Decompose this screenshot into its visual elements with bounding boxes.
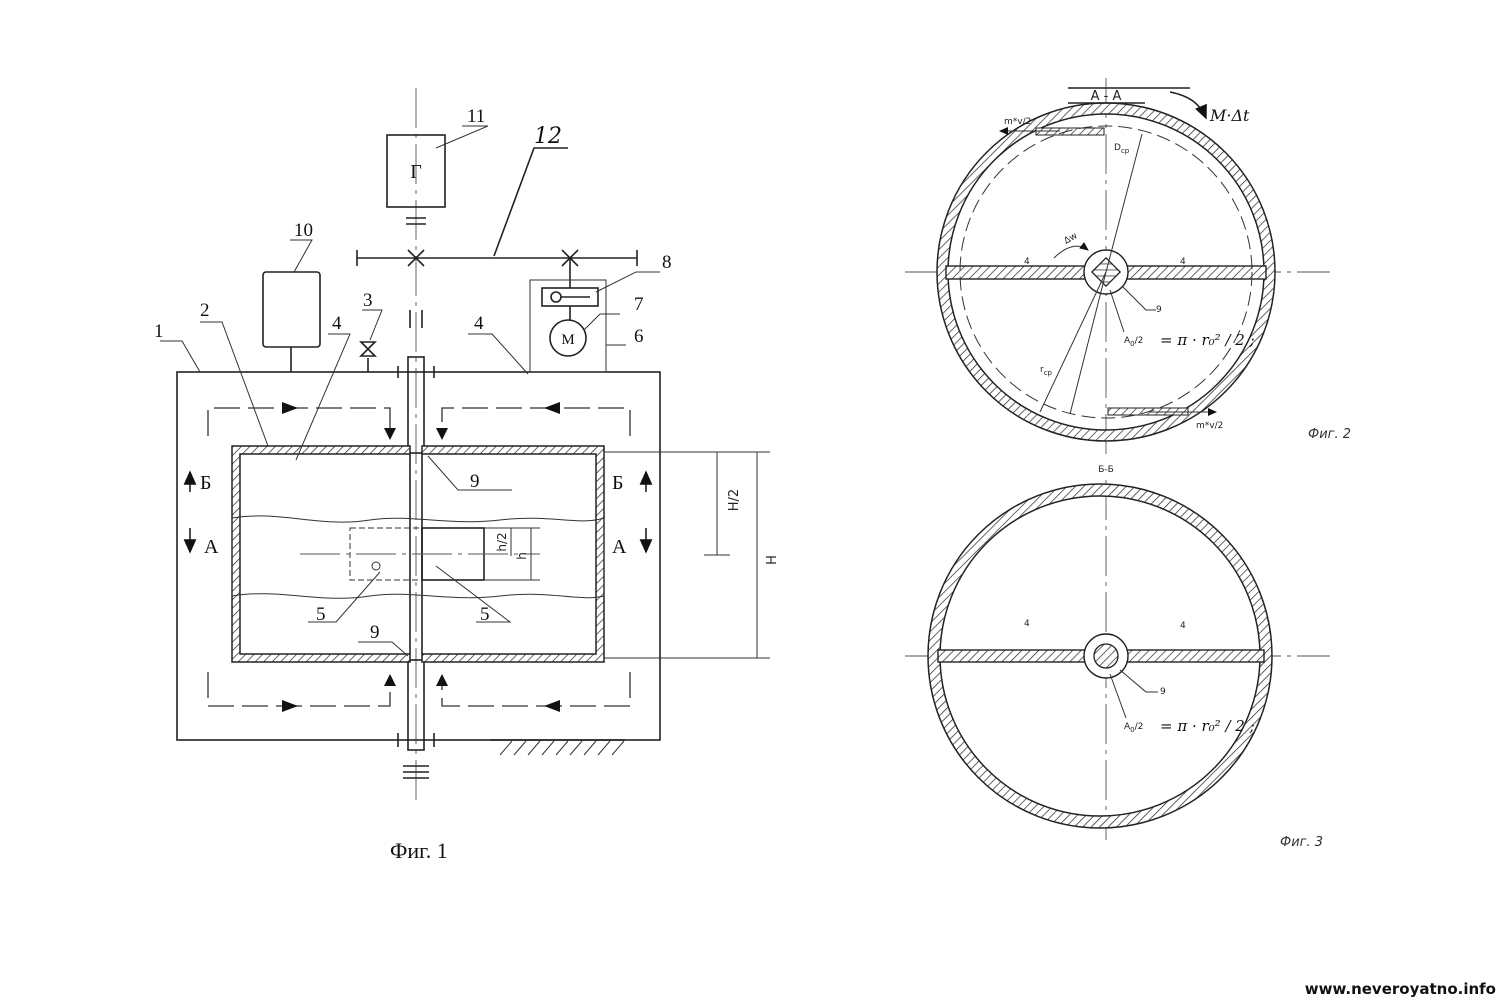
dim-h: h: [515, 552, 529, 560]
fig2-d-label: Dср: [1114, 143, 1130, 155]
label-6: 6: [634, 326, 644, 347]
figure-1: Г М: [154, 88, 780, 863]
fig2-r-label: rср: [1040, 365, 1053, 377]
fig3-label-9: 9: [1160, 687, 1166, 697]
fig2-impulse-top: m*v/2: [1004, 117, 1031, 127]
dim-half-h: h/2: [495, 532, 509, 551]
motor-7: [549, 319, 587, 357]
dim-height: H: [765, 555, 780, 565]
fig3-area-lhs: A0/2: [1124, 722, 1143, 734]
figure-2-caption: Фиг. 2: [1308, 427, 1351, 442]
label-2: 2: [200, 300, 210, 321]
fluid-surface-lower: [231, 593, 605, 599]
fig2-omega: Δw: [1063, 231, 1080, 246]
fig2-torque: M·Δt: [1209, 106, 1250, 125]
housing-1: [176, 371, 661, 741]
label-3: 3: [363, 290, 373, 311]
section-b-left: Б: [200, 472, 211, 494]
label-9-bottom: 9: [370, 622, 380, 643]
flow-bottom-left: [207, 672, 391, 707]
section-a-right: А: [612, 536, 627, 558]
section-a-left: А: [204, 536, 219, 558]
fig3-section-title: Б-Б: [1098, 465, 1114, 475]
figure-3-caption: Фиг. 3: [1280, 835, 1323, 850]
fig3-area-formula: = π · r₀² / 2 ;: [1160, 717, 1255, 735]
motor-enclosure-6: [529, 279, 607, 373]
watermark: www.neveroyatno.info: [1305, 980, 1496, 998]
fluid-surface-upper: [231, 515, 605, 523]
fig2-section-title: А - А: [1091, 89, 1122, 104]
label-1: 1: [154, 321, 164, 342]
figure-2: А - А M·Δt m*v/2 m*v/2 Dср rср Δw 4 4 9 …: [905, 78, 1351, 460]
figure-1-caption: Фиг. 1: [390, 838, 448, 863]
valve-3: [359, 341, 377, 357]
motor-letter: М: [561, 332, 574, 348]
fig3-label-4-right: 4: [1180, 621, 1186, 631]
fig2-area-formula: = π · r₀² / 2 ;: [1160, 331, 1255, 349]
fig2-area-lhs: A0/2: [1124, 336, 1143, 348]
label-4-right: 4: [474, 313, 484, 334]
fig2-label-9: 9: [1156, 305, 1162, 315]
fig2-label-4-left: 4: [1024, 257, 1030, 267]
rotor-left-wall: [231, 445, 411, 663]
fig3-label-4-left: 4: [1024, 619, 1030, 629]
label-9-top: 9: [470, 471, 480, 492]
flow-top-left: [207, 407, 391, 436]
label-5-left: 5: [316, 604, 326, 625]
tank-10: [262, 271, 321, 348]
fig2-label-4-right: 4: [1180, 257, 1186, 267]
label-11: 11: [467, 106, 485, 127]
label-8: 8: [662, 252, 672, 273]
fig2-impulse-bottom: m*v/2: [1196, 421, 1223, 431]
fig2-mean-circle: [959, 125, 1253, 419]
flow-bottom-right: [441, 672, 631, 707]
generator-letter: Г: [410, 161, 422, 183]
label-5-right: 5: [480, 604, 490, 625]
label-4-left: 4: [332, 313, 342, 334]
flow-top-right: [441, 407, 631, 436]
dim-half-height: H/2: [727, 489, 742, 511]
figure-3: Б-Б 4 4 9 A0/2 = π · r₀² / 2 ; Фиг. 3: [905, 465, 1330, 850]
label-7: 7: [634, 294, 644, 315]
generator-11: [386, 134, 446, 208]
label-10: 10: [294, 220, 313, 241]
label-12: 12: [534, 124, 562, 149]
section-b-right: Б: [612, 472, 623, 494]
